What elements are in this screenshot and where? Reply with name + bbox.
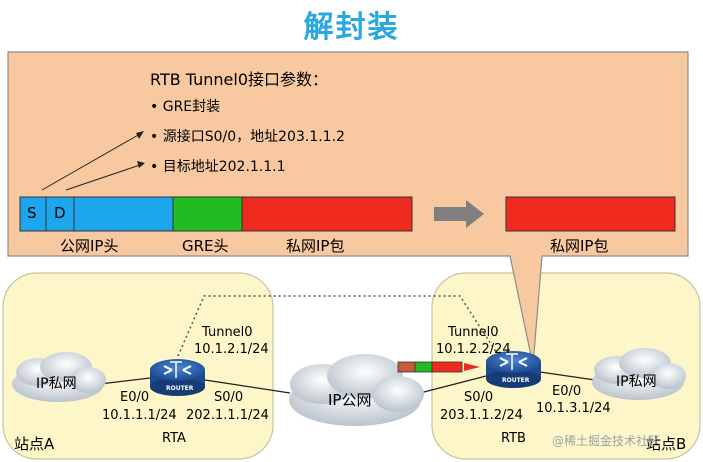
rtb-badge: ROUTER xyxy=(502,377,530,384)
private-ip-packet-label: 私网IP包 xyxy=(286,237,345,255)
page-title: 解封装 xyxy=(303,10,400,45)
rtb-e0-ip: 10.1.3.1/24 xyxy=(536,401,611,416)
field-gre xyxy=(172,196,243,232)
mini-packet-private xyxy=(431,361,463,373)
public-ip-header-label: 公网IP头 xyxy=(60,237,119,255)
rta-name: RTA xyxy=(162,431,186,446)
cloud-a-label: IP私网 xyxy=(36,376,77,392)
router-rta-icon xyxy=(150,359,205,396)
public-cloud-label: IP公网 xyxy=(328,391,372,409)
panel-heading: RTB Tunnel0接口参数： xyxy=(150,70,329,89)
rtb-e0-label: E0/0 xyxy=(552,384,582,399)
field-d xyxy=(45,196,75,232)
pointer-line-src xyxy=(41,133,141,191)
field-s xyxy=(19,196,47,232)
mini-packet-arrow xyxy=(464,363,480,371)
rtb-s0-label: S0/0 xyxy=(464,390,494,405)
panel-bullet-3: • 目标地址202.1.1.1 xyxy=(150,159,286,175)
pointer-line-dst xyxy=(65,164,141,191)
rta-e0-ip: 10.1.1.1/24 xyxy=(102,408,177,423)
rtb-s0-ip: 203.1.1.2/24 xyxy=(440,408,523,423)
panel-bullet-2: • 源接口S0/0，地址203.1.1.2 xyxy=(150,129,345,145)
field-d-label: D xyxy=(54,204,66,222)
bullet-text-1: GRE封装 xyxy=(162,99,221,115)
field-private-ip xyxy=(241,196,413,232)
watermark: @稀土掘金技术社区 xyxy=(552,434,661,448)
panel-bullet-1: • GRE封装 xyxy=(150,99,221,115)
rta-s0-label: S0/0 xyxy=(214,390,244,405)
cloud-b-label: IP私网 xyxy=(616,374,657,390)
rtb-tunnel-ip: 10.1.2.2/24 xyxy=(436,342,511,357)
mini-packet-public xyxy=(397,361,416,373)
router-rtb-icon xyxy=(486,351,541,388)
public-cloud-icon xyxy=(289,354,424,426)
pointer-head-dst xyxy=(137,161,145,168)
link-public-rtb xyxy=(419,374,491,394)
result-packet-label: 私网IP包 xyxy=(550,237,609,255)
rtb-tunnel-label: Tunnel0 xyxy=(448,325,499,340)
field-public-ip xyxy=(73,196,174,232)
field-s-label: S xyxy=(27,204,37,222)
result-private-ip xyxy=(505,196,676,232)
rta-tunnel-label: Tunnel0 xyxy=(202,325,253,340)
pointer-head-src xyxy=(136,131,144,139)
rta-badge: ROUTER xyxy=(166,385,194,392)
gre-header-label: GRE头 xyxy=(182,237,229,255)
site-b-label: 站点B xyxy=(646,435,687,453)
site-a-box xyxy=(2,272,274,460)
mini-packet-gre xyxy=(414,361,433,373)
bullet-text-3: 目标地址202.1.1.1 xyxy=(162,159,286,175)
site-a-label: 站点A xyxy=(14,435,55,453)
link-rta-public xyxy=(204,379,291,394)
rtb-name: RTB xyxy=(501,431,526,446)
bullet-text-2: 源接口S0/0，地址203.1.1.2 xyxy=(162,129,345,145)
decap-arrow xyxy=(434,200,484,228)
link-rta-cloudA xyxy=(99,377,151,385)
cloud-a-icon xyxy=(12,352,106,402)
rta-e0-label: E0/0 xyxy=(120,390,150,405)
rta-tunnel-ip: 10.1.2.1/24 xyxy=(194,342,269,357)
rta-s0-ip: 202.1.1.1/24 xyxy=(186,408,269,423)
cloud-b-icon xyxy=(592,348,686,400)
link-rtb-cloudB xyxy=(539,371,596,381)
